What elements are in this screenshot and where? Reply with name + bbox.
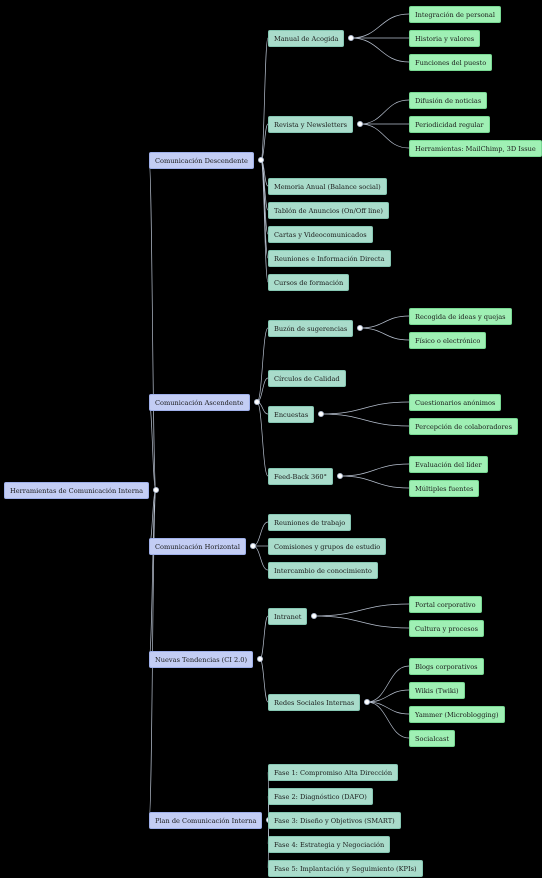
edge-branch-child	[252, 545, 269, 571]
node-redes-sociales-internas[interactable]: Redes Sociales Internas	[268, 693, 361, 711]
child-connector-dot[interactable]	[348, 35, 354, 41]
node-difusion-de-noticias[interactable]: Difusión de noticias	[409, 91, 488, 109]
node-intranet[interactable]: Intranet	[268, 607, 308, 625]
node-comisiones-y-grupos-de-estudio[interactable]: Comisiones y grupos de estudio	[268, 537, 387, 555]
edge-child-leaf	[339, 463, 410, 477]
node-wikis-twiki[interactable]: Wikis (Twiki)	[409, 681, 465, 699]
node-herramientas-mailchimp-3d-issue[interactable]: Herramientas: MailChimp, 3D Issue	[409, 139, 542, 157]
node-encuestas[interactable]: Encuestas	[268, 405, 315, 423]
root-connector-dot[interactable]	[153, 487, 159, 493]
node-fase-4-estrategia-y-negociacion[interactable]: Fase 4: Estrategia y Negociación	[268, 835, 391, 853]
edge-child-leaf	[359, 123, 410, 149]
edge-child-leaf	[359, 99, 410, 125]
edge-child-leaf	[359, 315, 410, 329]
node-percepcion-de-colaboradores[interactable]: Percepción de colaboradores	[409, 417, 518, 435]
node-memoria-anual-balance-social[interactable]: Memoria Anual (Balance social)	[268, 177, 387, 195]
node-portal-corporativo[interactable]: Portal corporativo	[409, 595, 482, 613]
node-comunicacion-ascendente[interactable]: Comunicación Ascendente	[149, 393, 250, 411]
node-buzon-de-sugerencias[interactable]: Buzón de sugerencias	[268, 319, 354, 337]
node-fisico-o-electronico[interactable]: Físico o electrónico	[409, 331, 487, 349]
node-tablon-de-anuncios-on-off-line[interactable]: Tablón de Anuncios (On/Off line)	[268, 201, 390, 219]
edge-root-branch	[148, 159, 157, 491]
child-connector-dot[interactable]	[364, 699, 370, 705]
node-revista-y-newsletters[interactable]: Revista y Newsletters	[268, 115, 354, 133]
node-funciones-del-puesto[interactable]: Funciones del puesto	[409, 53, 493, 71]
node-periodicidad-regular[interactable]: Periodicidad regular	[409, 115, 490, 133]
node-evaluacion-del-lider[interactable]: Evaluación del líder	[409, 455, 488, 473]
branch-connector-dot[interactable]	[257, 656, 263, 662]
node-circulos-de-calidad[interactable]: Círculos de Calidad	[268, 369, 346, 387]
edge-child-leaf	[313, 603, 410, 617]
node-comunicacion-horizontal[interactable]: Comunicación Horizontal	[149, 537, 246, 555]
node-nuevas-tendencias-ci-2-0[interactable]: Nuevas Tendencias (CI 2.0)	[149, 650, 254, 668]
root-node[interactable]: Herramientas de Comunicación Interna	[4, 481, 150, 499]
node-cuestionarios-anonimos[interactable]: Cuestionarios anónimos	[409, 393, 502, 411]
node-yammer-microblogging[interactable]: Yammer (Microblogging)	[409, 705, 505, 723]
edge-child-leaf	[366, 701, 410, 739]
child-connector-dot[interactable]	[357, 121, 363, 127]
edge-child-leaf	[366, 665, 410, 703]
node-cartas-y-videocomunicados[interactable]: Cartas y Videocomunicados	[268, 225, 373, 243]
branch-connector-dot[interactable]	[258, 157, 264, 163]
node-historia-y-valores[interactable]: Historia y valores	[409, 29, 481, 47]
node-reuniones-e-informacion-directa[interactable]: Reuniones e Información Directa	[268, 249, 391, 267]
edge-child-leaf	[350, 37, 410, 63]
node-fase-3-diseno-y-objetivos-smart[interactable]: Fase 3: Diseño y Objetivos (SMART)	[268, 811, 401, 829]
node-reuniones-de-trabajo[interactable]: Reuniones de trabajo	[268, 513, 352, 531]
node-cursos-de-formacion[interactable]: Cursos de formación	[268, 273, 350, 291]
node-multiples-fuentes[interactable]: Múltiples fuentes	[409, 479, 480, 497]
edge-child-leaf	[366, 689, 410, 703]
node-integracion-de-personal[interactable]: Integración de personal	[409, 5, 501, 23]
branch-connector-dot[interactable]	[250, 543, 256, 549]
edge-branch-child	[252, 521, 269, 547]
node-fase-5-implantacion-y-seguimiento-kpis[interactable]: Fase 5: Implantación y Seguimiento (KPIs…	[268, 859, 423, 877]
edge-branch-child	[260, 37, 269, 161]
node-intercambio-de-conocimiento[interactable]: Intercambio de conocimiento	[268, 561, 378, 579]
child-connector-dot[interactable]	[311, 613, 317, 619]
edge-child-leaf	[350, 13, 410, 39]
node-manual-de-acogida[interactable]: Manual de Acogida	[268, 29, 345, 47]
edge-child-leaf	[320, 401, 410, 415]
child-connector-dot[interactable]	[318, 411, 324, 417]
node-cultura-y-procesos[interactable]: Cultura y procesos	[409, 619, 484, 637]
node-socialcast[interactable]: Socialcast	[409, 729, 455, 747]
node-blogs-corporativos[interactable]: Blogs corporativos	[409, 657, 484, 675]
edge-child-leaf	[313, 615, 410, 629]
node-feed-back-360[interactable]: Feed-Back 360°	[268, 467, 333, 485]
edge-child-leaf	[366, 701, 410, 715]
edge-branch-child	[259, 658, 269, 703]
node-fase-2-diagnostico-dafo[interactable]: Fase 2: Diagnóstico (DAFO)	[268, 787, 373, 805]
edge-child-leaf	[339, 475, 410, 489]
node-plan-de-comunicacion-interna[interactable]: Plan de Comunicación Interna	[149, 811, 263, 829]
node-comunicacion-descendente[interactable]: Comunicación Descendente	[149, 151, 254, 169]
node-recogida-de-ideas-y-quejas[interactable]: Recogida de ideas y quejas	[409, 307, 512, 325]
branch-connector-dot[interactable]	[254, 399, 260, 405]
edge-branch-child	[260, 159, 269, 283]
edge-child-leaf	[320, 413, 410, 427]
child-connector-dot[interactable]	[357, 325, 363, 331]
child-connector-dot[interactable]	[337, 473, 343, 479]
edge-branch-child	[259, 615, 269, 660]
node-fase-1-compromiso-alta-direccion[interactable]: Fase 1: Compromiso Alta Dirección	[268, 763, 399, 781]
edge-child-leaf	[359, 327, 410, 341]
